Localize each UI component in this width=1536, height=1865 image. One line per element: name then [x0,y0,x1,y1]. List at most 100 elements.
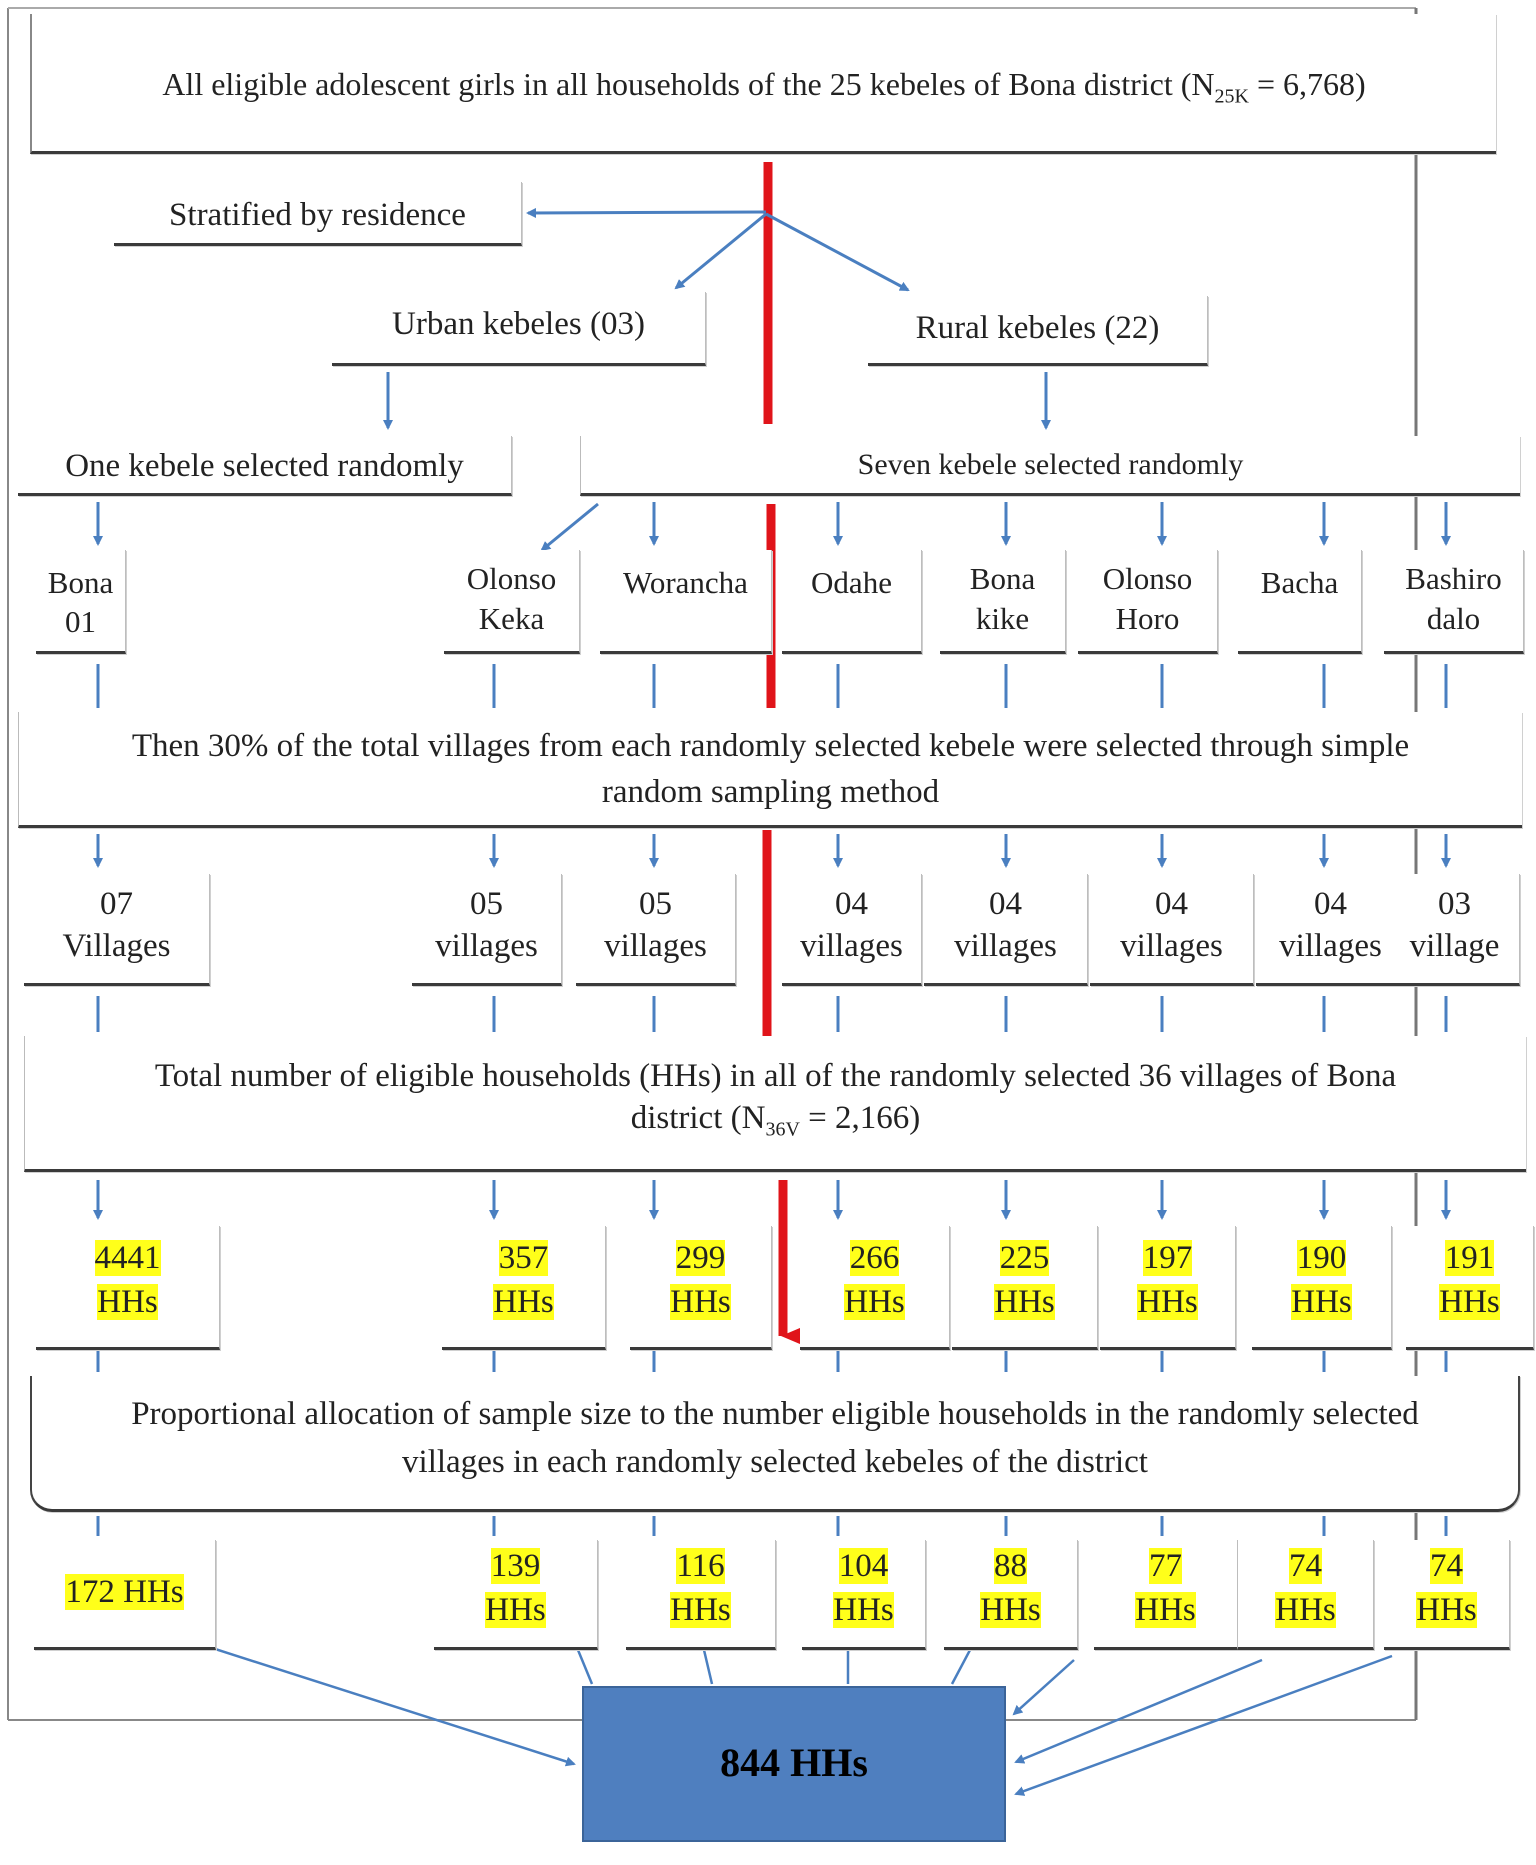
village-unit: villages [800,928,903,964]
total-households-line-2: district (N36V = 2,166) [25,1098,1526,1143]
households-count: 299 [675,1240,726,1276]
sample-unit-line: HHs [802,1590,925,1631]
kebele-name-line-2: dalo [1426,601,1481,636]
sample-count-line: 172 HHs [34,1572,215,1613]
village-unit: villages [435,928,538,964]
village-method-line-1: Then 30% of the total villages from each… [131,728,1410,764]
households-unit: HHs [994,1284,1055,1320]
households-unit-line: HHs [1252,1282,1391,1323]
village-method-box: Then 30% of the total villages from each… [18,712,1522,828]
arrow-final-1 [211,1646,576,1767]
village-box: 05 villages [412,874,562,986]
kebele-name-line-2: Keka [478,601,545,636]
population-subscript: 25K [1214,85,1249,108]
households-count: 190 [1296,1240,1347,1276]
sample-count: 88 [994,1548,1027,1584]
total-sample-box: 844 HHs [582,1686,1006,1842]
kebele-name: Bacha [1260,565,1339,600]
sample-unit: HHs [833,1592,894,1628]
sample-unit: HHs [670,1592,731,1628]
population-box: All eligible adolescent girls in all hou… [30,14,1496,154]
arrow-final-5 [950,1649,972,1685]
village-box: 04 villages [924,874,1088,986]
stratified-label: Stratified by residence [169,197,466,233]
village-count: 07 [100,886,133,922]
arrow-final-6 [1012,1659,1075,1716]
households-unit-line: HHs [800,1282,949,1323]
households-count-line: 197 [1100,1238,1235,1279]
rural-label: Rural kebeles (22) [915,310,1160,346]
rural-kebeles-box: Rural kebeles (22) [868,296,1208,366]
households-count: 197 [1142,1240,1193,1276]
total-households-box: Total number of eligible households (HHs… [24,1036,1526,1172]
arrow-final-7 [1014,1658,1263,1764]
sample-count-line: 77 [1094,1546,1237,1587]
arrow-rural [765,212,910,292]
village-method-line-2: random sampling method [601,774,940,810]
households-count-line: 190 [1252,1238,1391,1279]
village-count: 05 [470,886,503,922]
sample-count: 172 HHs [65,1574,184,1610]
total-sample-label: 844 HHs [720,1740,868,1785]
kebele-name-line-2: kike [975,601,1030,636]
households-unit: HHs [493,1284,554,1320]
arrow-final-2 [576,1649,594,1685]
sample-unit-line: HHs [1094,1590,1237,1631]
sample-count-line: 104 [802,1546,925,1587]
households-unit-line: HHs [36,1282,219,1323]
sample-unit: HHs [1275,1592,1336,1628]
households-unit: HHs [1137,1284,1198,1320]
households-unit: HHs [1291,1284,1352,1320]
households-count: 225 [999,1240,1050,1276]
total-households-line-1: Total number of eligible households (HHs… [154,1058,1397,1094]
kebele-name: Bona [969,561,1036,596]
urban-selected-box: One kebele selected randomly [18,436,512,496]
rural-selected-box: Seven kebele selected randomly [580,436,1520,496]
kebele-box: Bacha [1238,550,1362,654]
village-count: 04 [989,886,1022,922]
village-unit: Villages [62,928,171,964]
allocation-line-2: villages in each randomly selected kebel… [402,1444,1148,1480]
arrow-olonso-keka [540,502,599,552]
kebele-box: Odahe [782,550,922,654]
total-households-value: = 2,166) [799,1100,921,1136]
sample-count: 139 [490,1548,541,1584]
village-unit: villages [954,928,1057,964]
village-count: 04 [1155,886,1188,922]
arrow-final-3 [702,1649,714,1685]
sample-unit-line: HHs [944,1590,1077,1631]
kebele-name: Olonso [1102,561,1193,596]
households-count-line: 4441 [36,1238,219,1279]
kebele-name: Bona 01 [47,565,114,639]
sample-count-line: 88 [944,1546,1077,1587]
households-count: 4441 [94,1240,161,1276]
arrow-stratified [526,207,767,218]
households-count-line: 266 [800,1238,949,1279]
households-count: 266 [849,1240,900,1276]
population-label: All eligible adolescent girls in all hou… [162,66,1215,102]
allocation-box: Proportional allocation of sample size t… [30,1376,1520,1512]
households-count-line: 191 [1406,1238,1533,1279]
village-count: 05 [639,886,672,922]
households-unit: HHs [670,1284,731,1320]
arrow-urban [674,212,767,290]
